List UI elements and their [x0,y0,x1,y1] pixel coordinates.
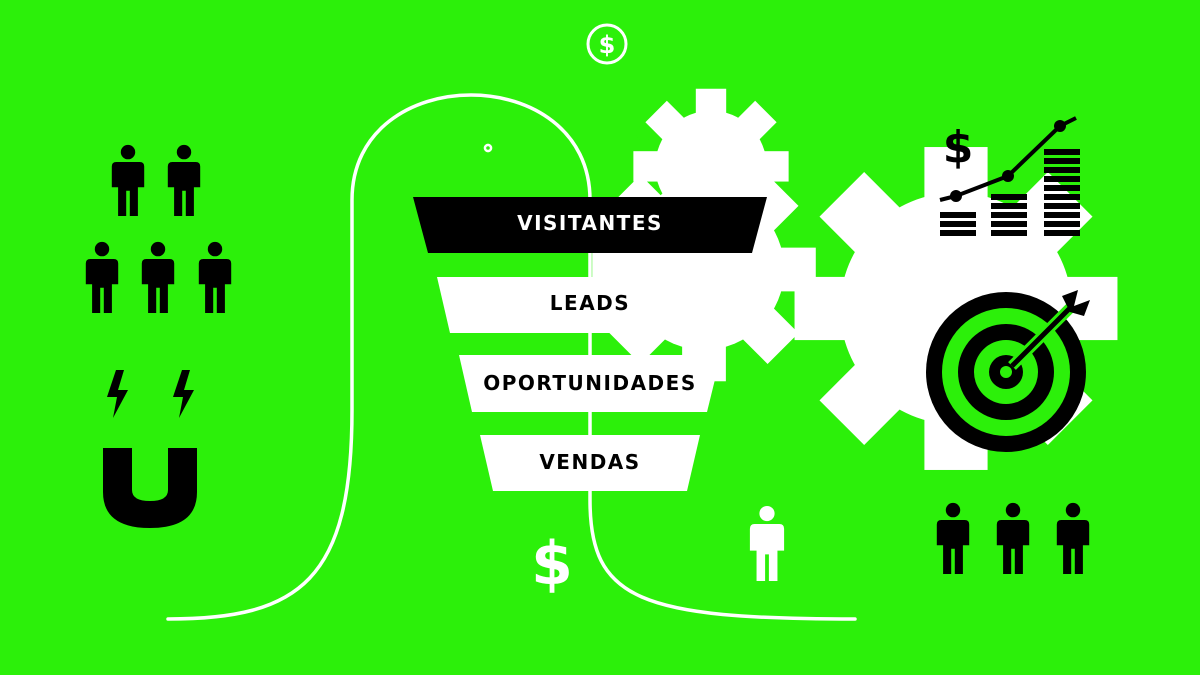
funnel-stage-4-label: VENDAS [539,450,640,474]
bell-curve-line [166,93,857,621]
coin-stack-medium [991,194,1027,236]
people-group-icon-left [85,144,232,313]
lightning-icon-left [107,370,128,418]
coin-stack-short [940,212,976,236]
chart-currency-symbol: $ [943,122,974,173]
funnel-stage-2-shape [437,277,743,333]
funnel-stage-4-shape [480,435,700,491]
funnel-stage-3-shape [459,355,721,412]
gear-icon-small [557,78,789,244]
funnel-stage-2-label: LEADS [550,291,630,315]
gear-icon-large [636,125,1117,470]
people-group-icon-right [936,502,1090,574]
funnel-stage-1-label: VISITANTES [517,211,663,235]
magnet-icon [103,448,197,528]
target-icon [926,290,1090,452]
funnel-stage-3-label: OPORTUNIDADES [483,371,696,395]
coin-currency-symbol: $ [599,31,616,59]
person-icon-white [749,505,785,581]
lightning-icon-right [173,370,194,418]
coin-stack-tall [1044,149,1080,236]
center-dollar-symbol: $ [531,529,573,599]
growth-chart-icon: $ [939,116,1080,236]
arrow-icon [1008,290,1090,370]
sales-funnel: VISITANTES LEADS OPORTUNIDADES VENDAS [413,197,767,491]
funnel-stage-1-shape [413,197,767,253]
gear-icon-medium [480,140,816,381]
dollar-coin-icon: $ [586,23,628,65]
